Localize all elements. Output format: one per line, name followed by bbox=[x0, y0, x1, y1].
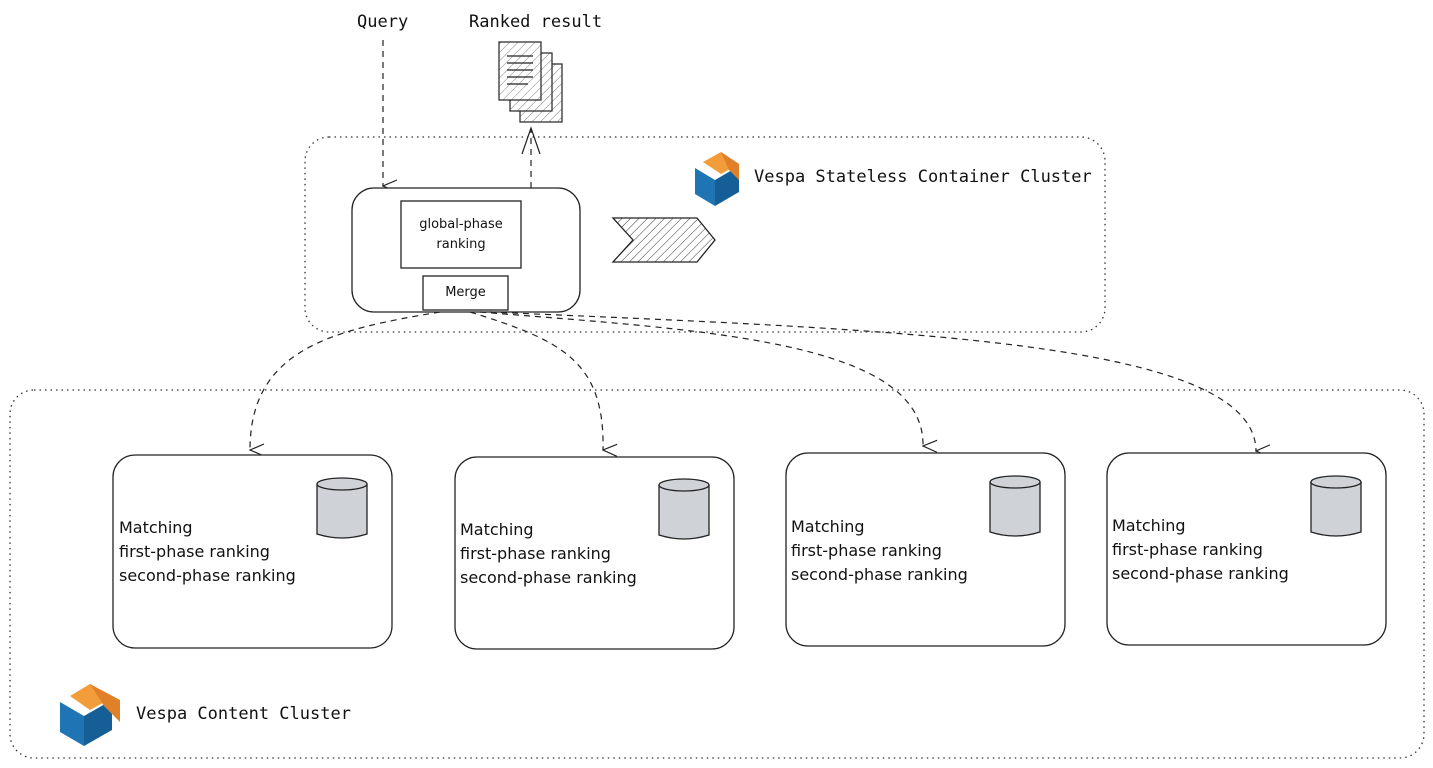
stateless-cluster-label: Vespa Stateless Container Cluster bbox=[754, 167, 1092, 187]
database-icon bbox=[989, 475, 1041, 537]
first-phase-label: first-phase ranking bbox=[1112, 540, 1263, 559]
first-phase-label: first-phase ranking bbox=[791, 541, 942, 560]
second-phase-label: second-phase ranking bbox=[119, 566, 296, 585]
database-icon bbox=[316, 477, 368, 539]
matching-label: Matching bbox=[791, 517, 865, 536]
merge-label: Merge bbox=[445, 285, 486, 300]
second-phase-label: second-phase ranking bbox=[460, 568, 637, 587]
content-node-text: Matching first-phase ranking second-phas… bbox=[1112, 514, 1289, 586]
database-icon bbox=[1310, 475, 1362, 537]
matching-label: Matching bbox=[119, 518, 193, 537]
second-phase-label: second-phase ranking bbox=[1112, 564, 1289, 583]
vespa-logo-icon bbox=[60, 684, 120, 746]
merge-box bbox=[422, 275, 509, 311]
first-phase-label: first-phase ranking bbox=[460, 544, 611, 563]
global-phase-box bbox=[400, 200, 522, 269]
content-cluster-boundary bbox=[9, 389, 1425, 759]
result-arrowhead bbox=[521, 126, 541, 155]
global-phase-line2: ranking bbox=[436, 237, 486, 252]
fanout-arrows bbox=[250, 311, 1256, 451]
second-phase-label: second-phase ranking bbox=[791, 565, 968, 584]
global-phase-ranking-label: global-phase ranking bbox=[401, 215, 521, 255]
first-phase-label: first-phase ranking bbox=[119, 542, 270, 561]
vespa-logo-icon bbox=[695, 152, 739, 206]
content-node-text: Matching first-phase ranking second-phas… bbox=[119, 516, 296, 588]
arrow-chevron-icon bbox=[611, 217, 716, 263]
matching-label: Matching bbox=[1112, 516, 1186, 535]
content-node-text: Matching first-phase ranking second-phas… bbox=[460, 518, 637, 590]
query-label: Query bbox=[357, 12, 409, 32]
document-stack-icon bbox=[498, 41, 563, 123]
matching-label: Matching bbox=[460, 520, 534, 539]
content-cluster-label: Vespa Content Cluster bbox=[136, 704, 351, 724]
content-node-text: Matching first-phase ranking second-phas… bbox=[791, 515, 968, 587]
database-icon bbox=[658, 478, 710, 540]
ranked-result-label: Ranked result bbox=[469, 12, 603, 32]
global-phase-line1: global-phase bbox=[419, 217, 503, 232]
